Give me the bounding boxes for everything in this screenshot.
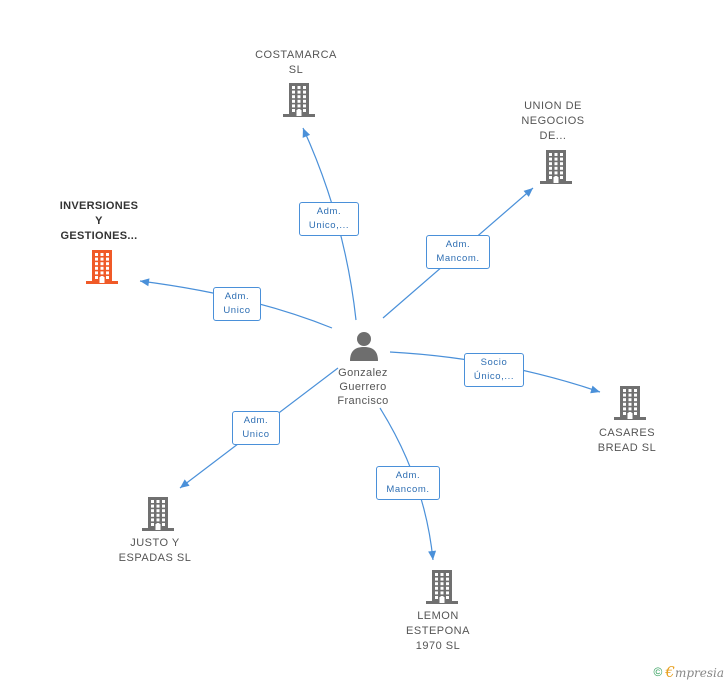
edge-label-costamarca[interactable]: Adm. Unico,... bbox=[299, 202, 359, 236]
building-svg bbox=[540, 150, 572, 184]
building-svg bbox=[426, 570, 458, 604]
person-icon bbox=[350, 332, 378, 361]
arrowhead-inversiones bbox=[140, 278, 150, 287]
arrowhead-costamarca bbox=[302, 128, 311, 138]
building-icon[interactable] bbox=[283, 83, 315, 122]
building-svg bbox=[142, 497, 174, 531]
edge-label-casares[interactable]: Socio Único,... bbox=[464, 353, 524, 387]
building-icon[interactable] bbox=[614, 386, 646, 425]
building-svg bbox=[283, 83, 315, 117]
building-svg bbox=[614, 386, 646, 420]
person-name: Gonzalez Guerrero Francisco bbox=[337, 367, 389, 407]
building-icon[interactable] bbox=[142, 497, 174, 536]
building-svg bbox=[86, 250, 118, 284]
node-label-lemon: LEMON ESTEPONA 1970 SL bbox=[406, 610, 470, 652]
edge-label-justo[interactable]: Adm. Unico bbox=[232, 411, 280, 445]
arrowhead-justo bbox=[180, 479, 190, 488]
person-node[interactable] bbox=[346, 330, 382, 362]
arrowhead-casares bbox=[590, 385, 600, 394]
empresia-logo[interactable]: €mpresia bbox=[665, 663, 724, 681]
building-icon[interactable] bbox=[540, 150, 572, 189]
node-label-casares: CASARES BREAD SL bbox=[597, 427, 657, 454]
building-icon[interactable] bbox=[426, 570, 458, 609]
arrowhead-lemon bbox=[428, 550, 437, 560]
footer-brand: © €mpresia bbox=[654, 663, 724, 681]
node-label-justo: JUSTO Y ESPADAS SL bbox=[118, 537, 192, 564]
copyright-symbol: © bbox=[653, 665, 663, 679]
building-icon[interactable] bbox=[86, 250, 118, 289]
arrowhead-union bbox=[523, 188, 533, 197]
node-label-costamarca: COSTAMARCA SL bbox=[255, 49, 337, 76]
edge-label-inversiones[interactable]: Adm. Unico bbox=[213, 287, 261, 321]
edge-label-lemon[interactable]: Adm. Mancom. bbox=[376, 466, 440, 500]
edge-label-union[interactable]: Adm. Mancom. bbox=[426, 235, 490, 269]
node-label-inversiones: INVERSIONES Y GESTIONES... bbox=[59, 200, 139, 242]
node-label-union: UNION DE NEGOCIOS DE... bbox=[521, 100, 585, 142]
